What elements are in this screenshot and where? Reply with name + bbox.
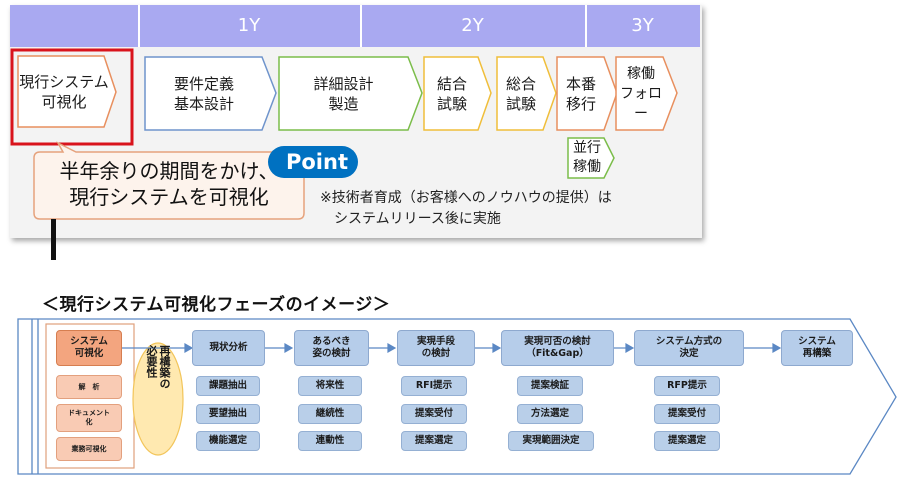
phase-label-integration: 結合 試験: [436, 74, 467, 113]
step-title-current-analysis: 現状分析: [192, 330, 265, 366]
step2-item-3: 連動性: [298, 431, 362, 451]
phase-arrow-system-test: [496, 56, 557, 131]
phase-arrow-migration: [556, 56, 618, 131]
phase-arrow-requirements: [144, 56, 277, 131]
start-item-business: 業務可視化: [56, 437, 122, 461]
step-title-feasibility: 実現可否の検討 （Fit&Gap）: [501, 330, 614, 366]
step-title-means: 実現手段 の検討: [397, 330, 475, 366]
step1-item-1: 課題抽出: [196, 376, 260, 396]
start-item-documentation: ドキュメント 化: [56, 404, 122, 432]
year-label-1: 1Y: [237, 15, 261, 36]
phase-label-followup: 稼働 フォロー: [620, 65, 662, 122]
phase-label-migration: 本番 移行: [565, 74, 596, 113]
phase-arrow-followup: [615, 56, 678, 131]
step3-item-1: RFI提示: [401, 376, 467, 396]
step2-item-2: 継続性: [298, 404, 362, 424]
step5-item-3: 提案選定: [654, 431, 720, 451]
start-item-analysis: 解 析: [56, 375, 122, 399]
year-label-3: 3Y: [631, 15, 654, 36]
callout-text: 半年余りの期間をかけ、 現行システムを可視化: [59, 159, 279, 209]
phase-arrow-design: [278, 56, 423, 131]
phase-arrow-integration: [423, 56, 492, 131]
step5-item-1: RFP提示: [654, 376, 720, 396]
start-step-visualize: システム 可視化: [56, 330, 122, 366]
phase-label-system-test: 総合 試験: [505, 74, 536, 113]
year-label-2: 2Y: [461, 15, 484, 36]
parallel-run-label: 並行 稼働: [573, 140, 601, 175]
step-title-rebuild: システム 再構築: [781, 330, 853, 366]
step4-item-3: 実現範囲決定: [508, 431, 594, 451]
point-badge: Point: [268, 146, 358, 178]
necessity-label-wrap: 再構築の 必要性: [133, 345, 183, 455]
step-title-system-method: システム方式の 決定: [634, 330, 744, 366]
step2-item-1: 将来性: [298, 376, 362, 396]
step-title-ideal-state: あるべき 姿の検討: [294, 330, 369, 366]
step3-item-3: 提案選定: [401, 431, 467, 451]
year-header-bar: 1Y 2Y 3Y: [10, 5, 700, 47]
step4-item-2: 方法選定: [517, 404, 583, 424]
phase-label-requirements: 要件定義 基本設計: [173, 74, 234, 113]
phase-arrows: [10, 48, 678, 260]
section-heading: ＜現行システム可視化フェーズのイメージ＞: [42, 295, 391, 315]
necessity-oval: [132, 342, 184, 456]
note-text: ※技術者育成（お客様へのノウハウの提供）は システムリリース後に実施: [320, 190, 612, 227]
step1-item-2: 要望抽出: [196, 404, 260, 424]
phase-label-design: 詳細設計 製造: [313, 74, 374, 113]
necessity-label: 再構築の 必要性: [145, 345, 171, 389]
phase-arrow-current: [17, 55, 117, 128]
step4-item-1: 提案検証: [517, 376, 583, 396]
highlight-frame: [10, 48, 134, 146]
step5-item-2: 提案受付: [654, 404, 720, 424]
step1-item-3: 機能選定: [196, 431, 260, 451]
parallel-run-arrow: [567, 137, 615, 179]
step3-item-2: 提案受付: [401, 404, 467, 424]
phase-label-current: 現行システム 可視化: [19, 73, 109, 111]
